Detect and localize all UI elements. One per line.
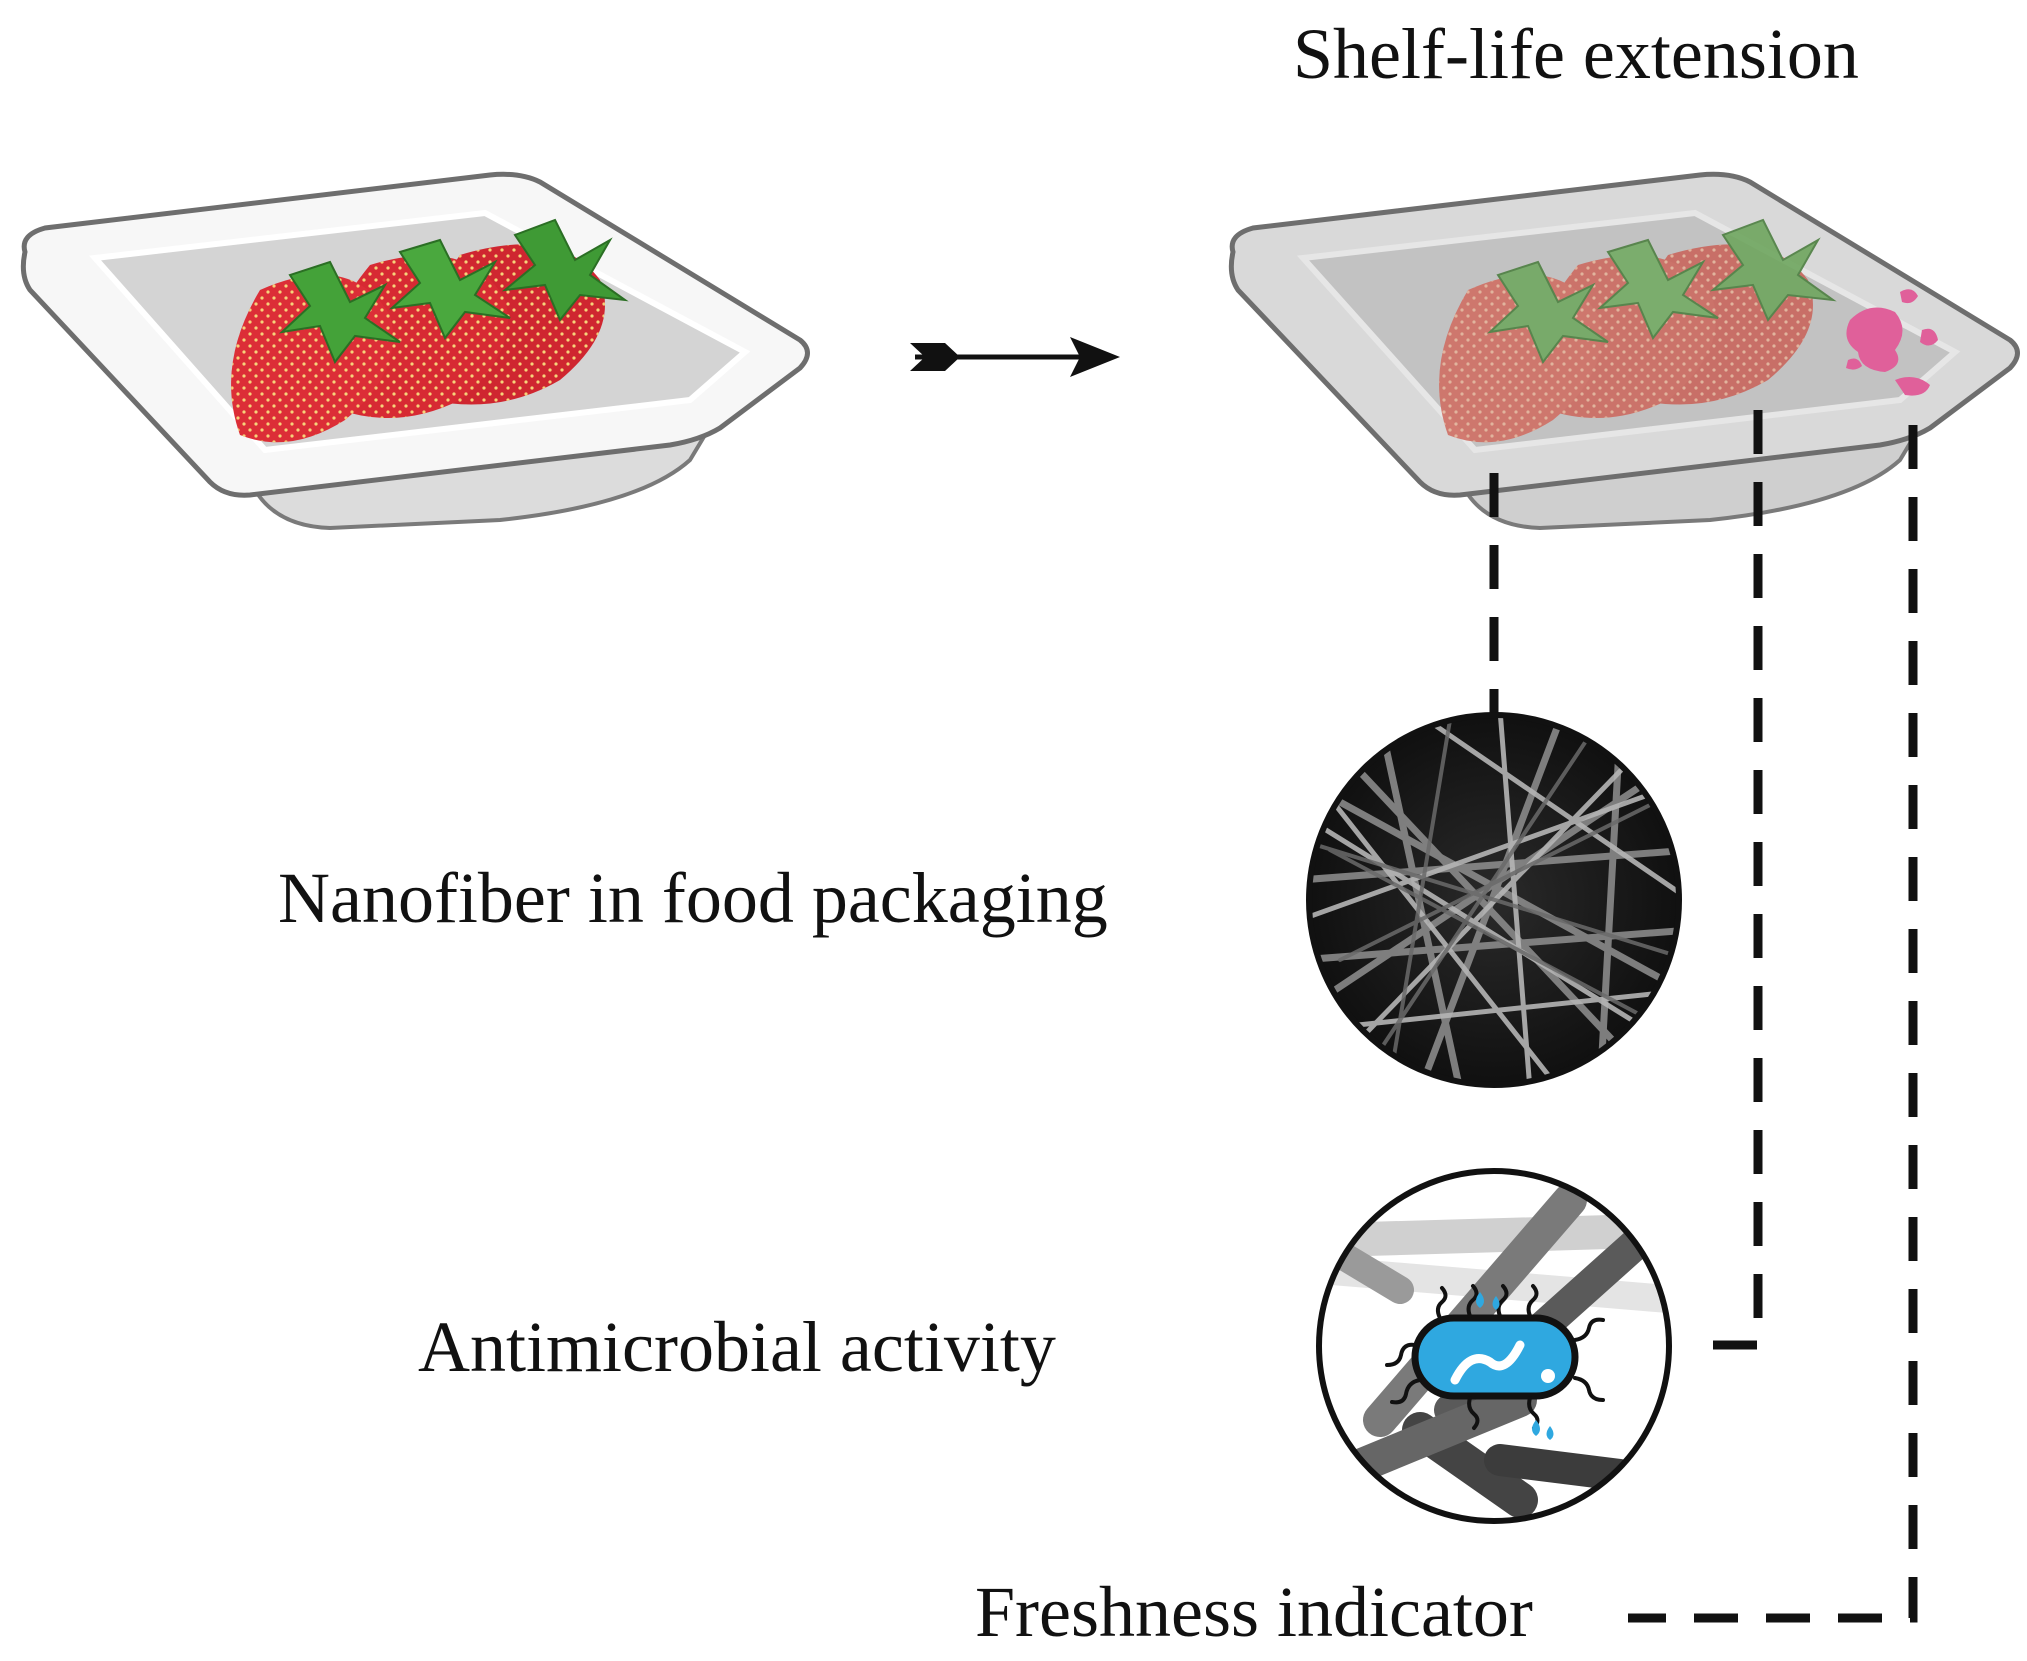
arrow-right-icon [910,337,1120,377]
bacterium-on-fibers-icon [1316,1168,1672,1524]
label-freshness-indicator: Freshness indicator [975,1572,1533,1652]
connector-antimicrobial [1690,410,1763,1350]
tray-with-fresh-strawberries-icon [20,171,810,531]
dashed-connector-lines [1489,410,1918,1623]
nanofiber-sem-circle-icon [1306,712,1682,1088]
label-antimicrobial-activity: Antimicrobial activity [418,1307,1056,1387]
title-shelf-life-extension: Shelf-life extension [1293,14,1859,94]
freshness-indicator-spot-icon [1846,289,1938,396]
connector-freshness [1628,425,1918,1623]
label-nanofiber-in-food-packaging: Nanofiber in food packaging [278,858,1108,938]
tray-with-extended-shelf-life-strawberries-icon [1228,171,2020,531]
